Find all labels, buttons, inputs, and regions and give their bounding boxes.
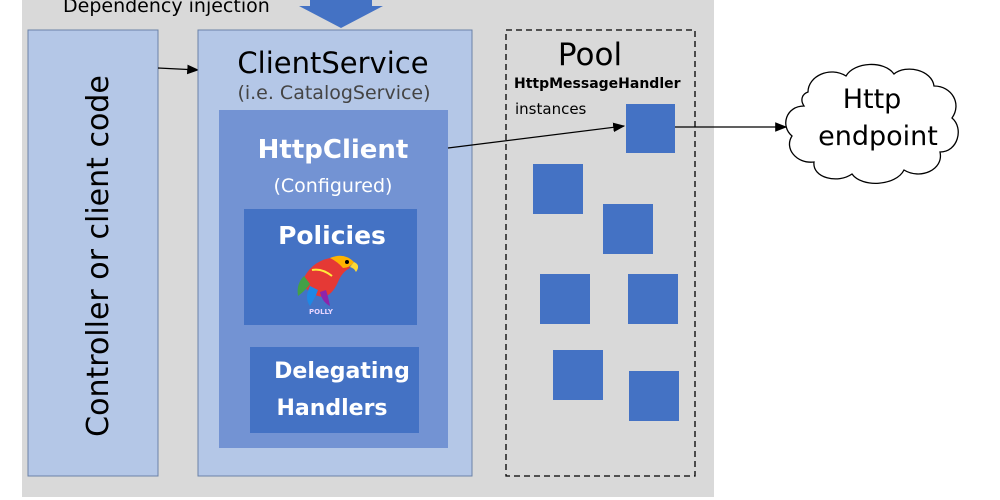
handler-instance (603, 204, 653, 254)
handler-instance (540, 274, 590, 324)
polly-logo-text: POLLY (309, 308, 334, 316)
dependency-injection-label: Dependency injection (63, 0, 270, 17)
client-service-title: ClientService (237, 46, 428, 80)
handler-instance (629, 371, 679, 421)
controller-box (27, 29, 159, 477)
handler-instance (553, 350, 603, 400)
controller-to-service-arrow (157, 64, 200, 75)
handler-instance-active (626, 104, 675, 153)
endpoint-line2: endpoint (818, 121, 938, 152)
controller-label: Controller or client code (81, 75, 116, 437)
http-endpoint-cloud-icon (785, 63, 959, 185)
http-client-title: HttpClient (258, 135, 409, 165)
injection-arrow-icon (299, 0, 383, 28)
delegating-handlers-box (250, 347, 419, 433)
policies-title: Policies (278, 221, 386, 250)
client-service-subtitle: (i.e. CatalogService) (237, 82, 430, 104)
pool-instances-label: instances (515, 100, 587, 118)
httpclient-to-handler-arrow (447, 122, 626, 149)
http-client-subtitle: (Configured) (274, 175, 393, 197)
handler-instance (533, 164, 583, 214)
delegating-line1: Delegating (274, 359, 410, 384)
pool-title: Pool (558, 37, 622, 73)
polly-parrot-icon: POLLY (297, 255, 359, 316)
handler-instance (628, 274, 678, 324)
pool-box (505, 29, 696, 477)
delegating-line2: Handlers (276, 396, 387, 421)
pool-handler-label: HttpMessageHandler (514, 76, 681, 92)
endpoint-line1: Http (843, 84, 902, 115)
